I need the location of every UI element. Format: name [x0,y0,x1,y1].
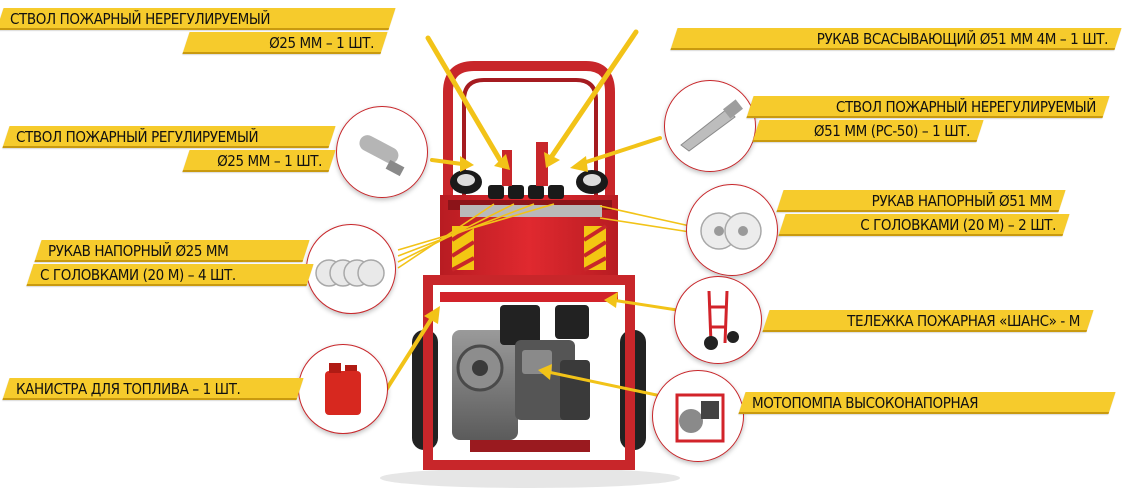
label-kanistra: КАНИСТРА ДЛЯ ТОПЛИВА – 1 ШТ. [2,378,304,400]
hose-25-thumb [306,224,396,314]
label-stvol-reg-25-line2: Ø25 ММ – 1 ШТ. [182,150,336,172]
nozzle-51-thumb [664,80,756,172]
label-stvol-nereg-51-line2: Ø51 ММ (РС-50) – 1 ШТ. [752,120,984,142]
cart-thumb [674,276,762,364]
nozzle-25-reg-thumb [336,106,428,198]
label-rukav-nap-25-line1: РУКАВ НАПОРНЫЙ Ø25 ММ [34,240,310,262]
motopump-thumb [652,370,744,462]
label-motopompa: МОТОПОМПА ВЫСОКОНАПОРНАЯ [738,392,1116,414]
label-rukav-nap-25-line2: С ГОЛОВКАМИ (20 М) – 4 ШТ. [26,264,314,286]
label-rukav-nap-51-line2: С ГОЛОВКАМИ (20 М) – 2 ШТ. [778,214,1070,236]
label-rukav-nap-51-line1: РУКАВ НАПОРНЫЙ Ø51 ММ [776,190,1066,212]
label-stvol-nereg-25-line2: Ø25 ММ – 1 ШТ. [182,32,388,54]
label-stvol-nereg-51-line1: СТВОЛ ПОЖАРНЫЙ НЕРЕГУЛИРУЕМЫЙ [746,96,1110,118]
label-rukav-vsas: РУКАВ ВСАСЫВАЮЩИЙ Ø51 ММ 4М – 1 ШТ. [670,28,1122,50]
hose-51-thumb [686,184,778,276]
label-stvol-nereg-25-line1: СТВОЛ ПОЖАРНЫЙ НЕРЕГУЛИРУЕМЫЙ [0,8,396,30]
label-stvol-reg-25-line1: СТВОЛ ПОЖАРНЫЙ РЕГУЛИРУЕМЫЙ [2,126,336,148]
canister-thumb [298,344,388,434]
label-telezhka: ТЕЛЕЖКА ПОЖАРНАЯ «ШАНС» - М [762,310,1094,332]
